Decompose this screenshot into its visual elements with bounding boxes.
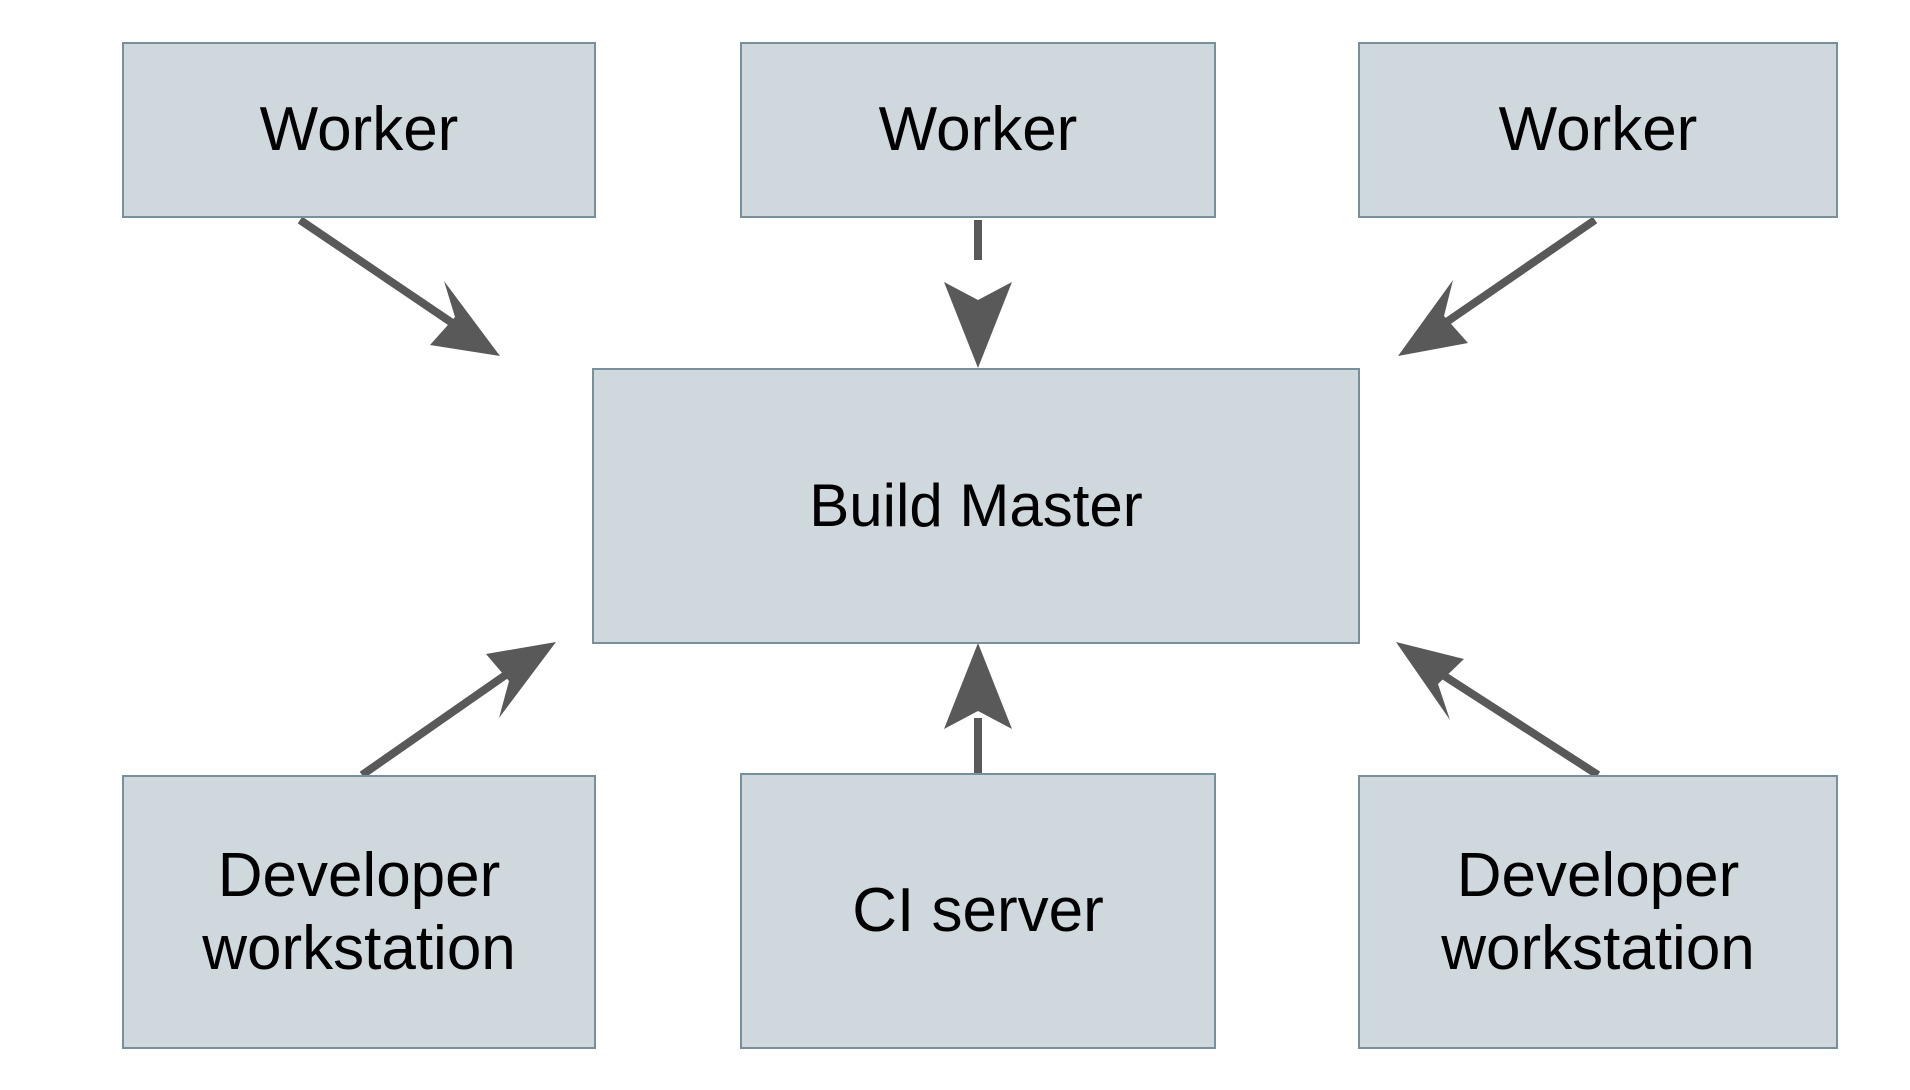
node-ci-server-label: CI server xyxy=(852,876,1104,946)
node-worker-2-label: Worker xyxy=(878,95,1078,165)
node-worker-1-label: Worker xyxy=(259,95,459,165)
node-worker-3-label: Worker xyxy=(1498,95,1698,165)
edge-dev-left-to-build-master xyxy=(359,642,556,779)
node-developer-workstation-right[interactable]: Developer workstation xyxy=(1358,775,1838,1049)
edge-dev-right-to-build-master xyxy=(1396,642,1601,779)
edge-worker-1-to-build-master xyxy=(297,216,500,356)
node-ci-server[interactable]: CI server xyxy=(740,773,1216,1049)
node-developer-workstation-right-label: Developer workstation xyxy=(1441,840,1755,983)
edge-worker-2-to-build-master xyxy=(944,220,1012,368)
node-worker-3[interactable]: Worker xyxy=(1358,42,1838,218)
node-build-master[interactable]: Build Master xyxy=(592,368,1360,644)
node-worker-2[interactable]: Worker xyxy=(740,42,1216,218)
edge-worker-3-to-build-master xyxy=(1398,216,1598,356)
node-worker-1[interactable]: Worker xyxy=(122,42,596,218)
node-developer-workstation-left[interactable]: Developer workstation xyxy=(122,775,596,1049)
node-developer-workstation-left-label: Developer workstation xyxy=(202,840,516,983)
node-build-master-label: Build Master xyxy=(809,471,1143,539)
edge-ci-server-to-build-master xyxy=(944,643,1012,773)
